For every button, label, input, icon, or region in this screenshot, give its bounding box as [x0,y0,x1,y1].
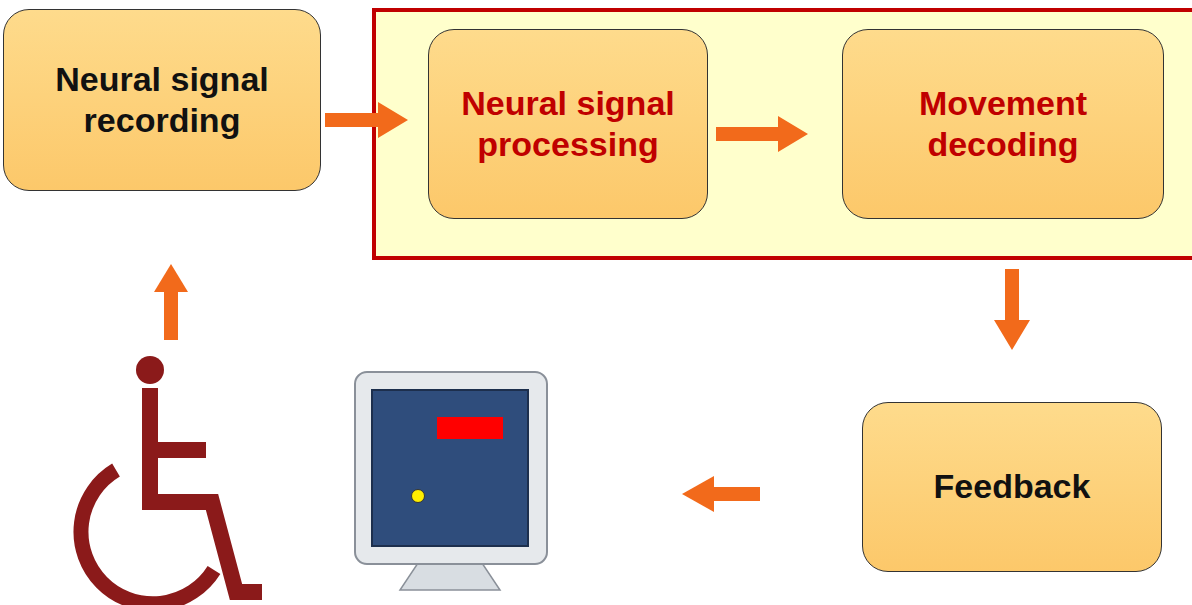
process-box: Movement decoding [842,29,1164,219]
box-label: Feedback [934,466,1091,507]
feedback-arrow [154,264,188,340]
box-label: Neural signal recording [20,59,304,142]
flow-arrow [325,102,408,138]
feedback-arrow [682,476,760,512]
box-label: Neural signal processing [445,83,691,166]
box-label: Movement decoding [859,83,1147,166]
process-box: Neural signal processing [428,29,708,219]
process-box: Neural signal recording [3,9,321,191]
flow-arrow [994,269,1030,350]
monitor-icon [355,372,547,590]
wheelchair-symbol [81,356,262,604]
flow-arrow [716,116,808,152]
process-box: Feedback [862,402,1162,572]
